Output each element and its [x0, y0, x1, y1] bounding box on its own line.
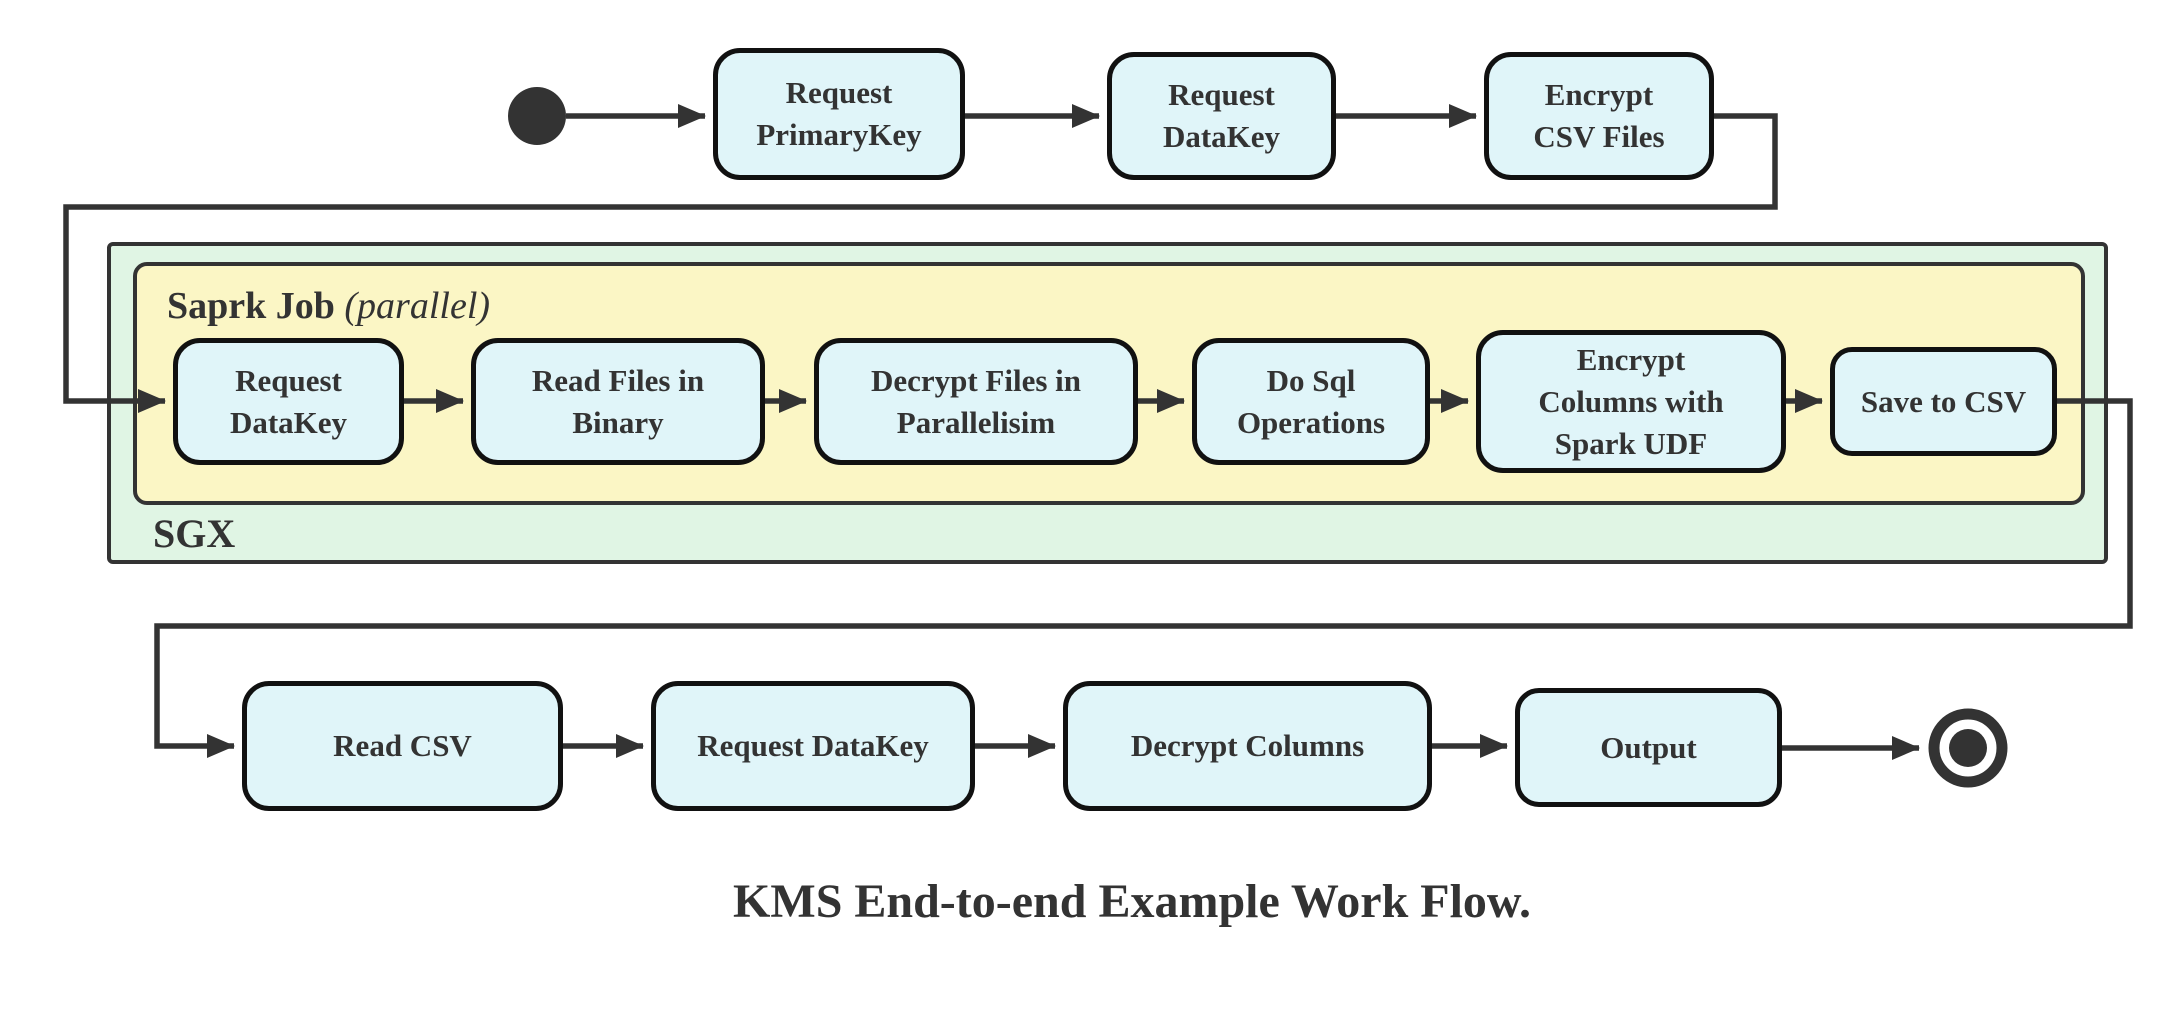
- node-encrypt-columns-with-spark-udf: Encrypt Columns with Spark UDF: [1476, 330, 1786, 473]
- node-read-csv: Read CSV: [242, 681, 563, 811]
- arrow-encrypt-csv-to-spark-request-datakey: [63, 113, 1778, 413]
- node-save-to-csv: Save to CSV: [1830, 347, 2057, 456]
- node-encrypt-csv-files: Encrypt CSV Files: [1484, 52, 1714, 180]
- spark-job-label-text: Saprk Job: [167, 285, 335, 327]
- arrow-save-csv-to-read-csv: [154, 398, 2133, 758]
- node-request-datakey-bottom: Request DataKey: [651, 681, 975, 811]
- spark-job-container-label: Saprk Job (parallel): [167, 284, 490, 328]
- spark-job-parallel-annotation: (parallel): [344, 285, 491, 327]
- node-spark-request-datakey: Request DataKey: [173, 338, 404, 465]
- final-state-icon: [1928, 708, 2008, 788]
- node-request-primarykey: Request PrimaryKey: [713, 48, 965, 180]
- start-state-icon: [508, 87, 566, 145]
- node-request-datakey-top: Request DataKey: [1107, 52, 1336, 180]
- node-read-files-in-binary: Read Files in Binary: [471, 338, 765, 465]
- node-do-sql-operations: Do Sql Operations: [1192, 338, 1430, 465]
- sgx-container-label: SGX: [153, 511, 236, 556]
- node-decrypt-files-in-parallelisim: Decrypt Files in Parallelisim: [814, 338, 1138, 465]
- node-output: Output: [1515, 688, 1782, 807]
- diagram-caption: KMS End-to-end Example Work Flow.: [733, 875, 1531, 928]
- node-decrypt-columns: Decrypt Columns: [1063, 681, 1432, 811]
